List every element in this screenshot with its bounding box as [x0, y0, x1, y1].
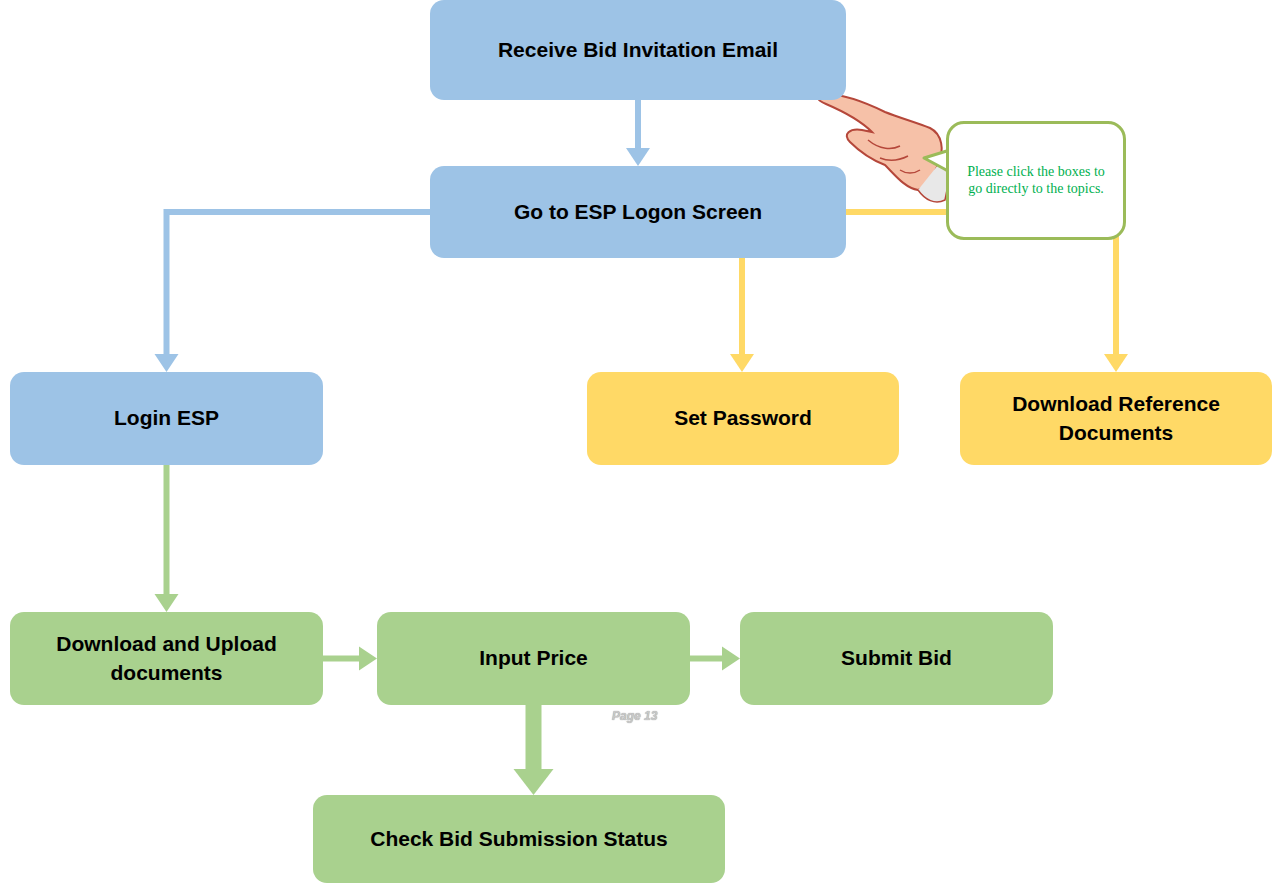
process-box: Receive Bid Invitation Email	[430, 0, 846, 100]
box-label: Please click the boxes to go directly to…	[959, 164, 1113, 198]
flow-arrow	[626, 100, 650, 166]
flow-arrow	[155, 212, 431, 372]
process-box: Submit Bid	[740, 612, 1053, 705]
flow-arrow	[514, 705, 554, 795]
process-box: Login ESP	[10, 372, 323, 465]
box-label: Download and Upload documents	[24, 630, 309, 687]
box-label: Input Price	[479, 644, 588, 672]
process-box: Download and Upload documents	[10, 612, 323, 705]
flow-arrow	[323, 647, 377, 671]
box-label: Submit Bid	[841, 644, 952, 672]
callout-bubble: Please click the boxes to go directly to…	[946, 121, 1126, 240]
process-box: Set Password	[587, 372, 899, 465]
flow-arrow	[730, 258, 754, 372]
box-label: Login ESP	[114, 404, 219, 432]
box-label: Set Password	[674, 404, 812, 432]
process-box: Check Bid Submission Status	[313, 795, 725, 883]
box-label: Go to ESP Logon Screen	[514, 198, 762, 226]
flow-arrow	[690, 647, 740, 671]
box-label: Check Bid Submission Status	[370, 825, 668, 853]
process-box: Input Price	[377, 612, 690, 705]
page-number: Page 13	[612, 709, 657, 723]
flow-arrow	[155, 465, 179, 612]
box-label: Receive Bid Invitation Email	[498, 36, 778, 64]
process-box: Download Reference Documents	[960, 372, 1272, 465]
process-box: Go to ESP Logon Screen	[430, 166, 846, 258]
box-label: Download Reference Documents	[974, 390, 1258, 447]
